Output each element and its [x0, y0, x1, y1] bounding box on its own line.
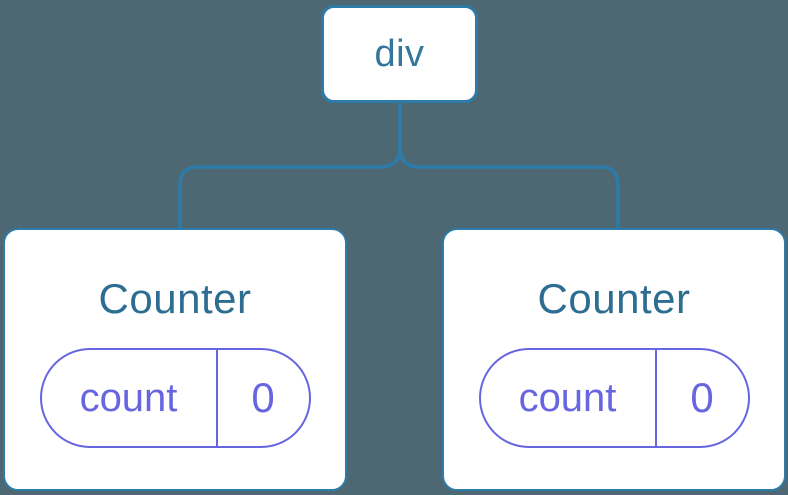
- counter-card-left: Counter count 0: [3, 228, 347, 491]
- connector-left-branch: [178, 101, 402, 230]
- card-title: Counter: [537, 275, 691, 322]
- connector-right-branch: [398, 101, 620, 230]
- state-pill: count 0: [478, 348, 750, 448]
- state-pill: count 0: [39, 348, 311, 448]
- root-node-div: div: [321, 5, 478, 103]
- counter-card-right: Counter count 0: [442, 228, 786, 491]
- pill-divider: [654, 350, 657, 446]
- card-title: Counter: [98, 275, 252, 322]
- state-value: 0: [251, 374, 275, 421]
- root-node-label: div: [374, 32, 425, 75]
- state-key: count: [79, 375, 178, 420]
- state-key: count: [518, 375, 617, 420]
- pill-divider: [215, 350, 218, 446]
- state-value: 0: [690, 374, 714, 421]
